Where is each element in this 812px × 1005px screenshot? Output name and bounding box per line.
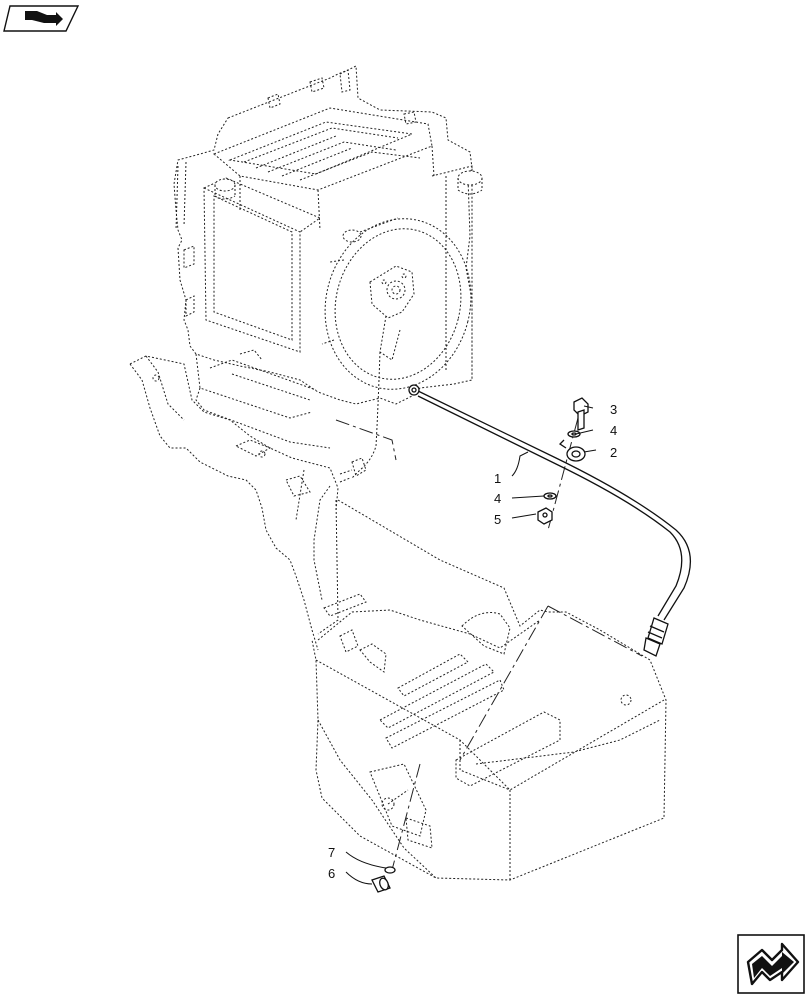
callout-4-upper: 4 [610, 423, 617, 438]
sensor-cable [295, 351, 381, 601]
part-3-bolt[interactable] [573, 397, 589, 431]
part-4-washer-lower[interactable] [543, 492, 557, 500]
callout-6: 6 [328, 866, 335, 881]
nav-arrow-icon[interactable] [3, 5, 80, 32]
part-5-nut[interactable] [537, 507, 553, 525]
callout-5: 5 [494, 512, 501, 527]
part-2-clamp[interactable] [558, 439, 586, 462]
callout-1: 1 [494, 471, 501, 486]
part-4-washer-upper[interactable] [567, 430, 581, 438]
chassis-frame [129, 355, 339, 651]
callout-labels: 1 2 3 4 4 5 6 7 [328, 402, 617, 881]
next-page-arrow-icon[interactable] [737, 934, 805, 994]
part-7-seal-washer[interactable] [384, 866, 396, 874]
radiator-assembly [173, 65, 473, 449]
tank-housing [311, 499, 667, 881]
callout-4-lower: 4 [494, 491, 501, 506]
fan-shroud [321, 217, 472, 390]
radiator-filler-caps [214, 170, 483, 243]
assembly-centerlines [335, 417, 643, 871]
part-6-drain-plug[interactable] [371, 875, 391, 893]
callout-2: 2 [610, 445, 617, 460]
part-1-tube[interactable] [408, 384, 691, 657]
callout-leaders [345, 405, 597, 885]
callout-3: 3 [610, 402, 617, 417]
fan-hub-bracket [369, 265, 415, 361]
callout-7: 7 [328, 845, 335, 860]
